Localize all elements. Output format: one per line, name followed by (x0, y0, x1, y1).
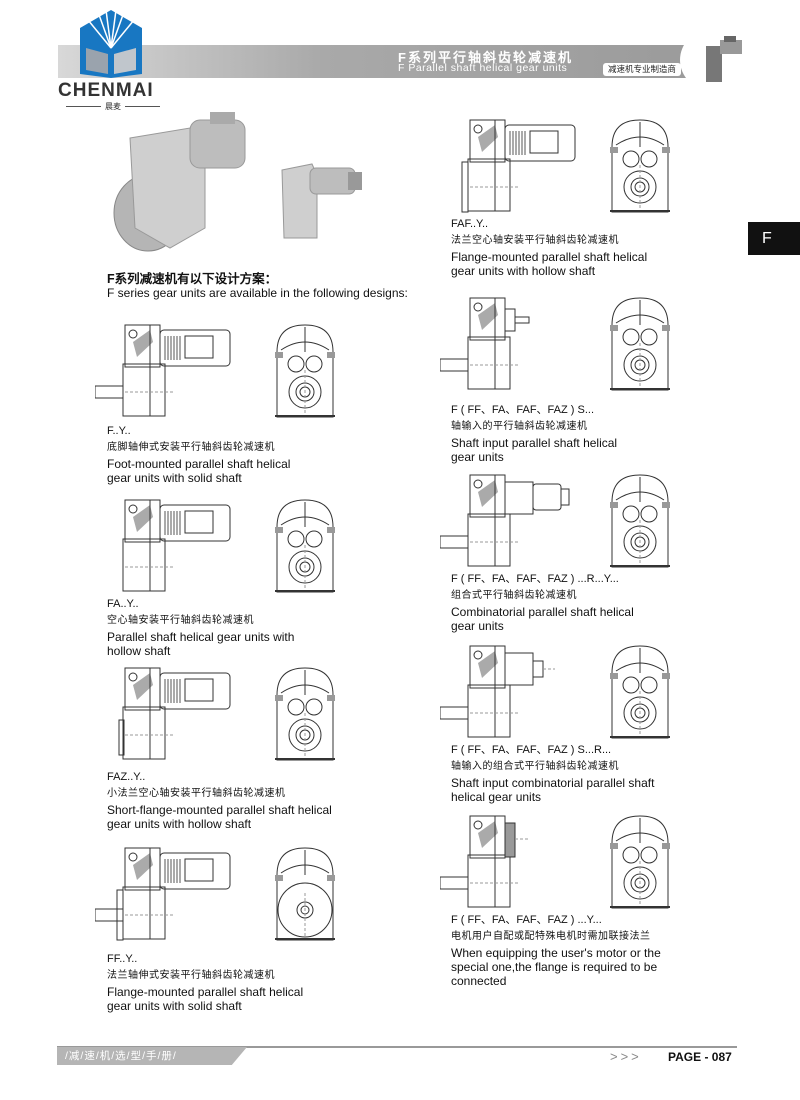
design-desc-en: special one,the flange is required to be (451, 960, 658, 974)
design-entry-faf-y: FAF..Y.. 法兰空心轴安装平行轴斜齿轮减速机 Flange-mounted… (451, 217, 741, 278)
front-view-drawing (272, 322, 338, 425)
side-view-drawing (94, 845, 235, 948)
chenmai-logo-icon (80, 9, 142, 78)
design-code: F ( FF、FA、FAF、FAZ ) S... (451, 404, 594, 416)
design-entry-s-r: F ( FF、FA、FAF、FAZ ) S...R... 轴输入的组合式平行轴斜… (451, 743, 741, 804)
gear-unit-front-icon (610, 815, 670, 909)
design-desc-en: gear units with solid shaft (107, 471, 242, 485)
design-desc-cn: 法兰空心轴安装平行轴斜齿轮减速机 (451, 235, 619, 246)
side-view-drawing (439, 813, 580, 916)
gear-unit-front-icon (610, 297, 670, 391)
gear-unit-side-icon (94, 324, 231, 417)
side-view-drawing (440, 117, 580, 220)
header-title-en: F Parallel shaft helical gear units (398, 62, 568, 74)
design-desc-en: Flange-mounted parallel shaft helical (451, 250, 648, 264)
design-code: F ( FF、FA、FAF、FAZ ) ...Y... (451, 914, 602, 926)
design-code: FF..Y.. (107, 953, 138, 965)
footer-manual-label: /减/速/机/选/型/手/册/ (57, 1047, 247, 1065)
intro-heading-cn: F系列减速机有以下设计方案： (107, 272, 278, 286)
design-code: F ( FF、FA、FAF、FAZ ) ...R...Y... (451, 573, 619, 585)
footer-rule (57, 1046, 737, 1048)
gear-unit-side-icon (439, 297, 530, 390)
gear-unit-side-icon (439, 474, 570, 567)
gear-unit-side-icon (439, 815, 530, 908)
brand-name-cn: 晨麦 (60, 101, 166, 112)
design-entry-ff-y: FF..Y.. 法兰轴伸式安装平行轴斜齿轮减速机 Flange-mounted … (107, 952, 397, 1013)
design-desc-en: Short-flange-mounted parallel shaft heli… (107, 803, 332, 817)
design-code: FA..Y.. (107, 598, 139, 610)
side-view-drawing (439, 643, 580, 746)
front-view-drawing (607, 813, 673, 916)
side-view-drawing (439, 472, 580, 575)
design-desc-en: helical gear units (451, 790, 542, 804)
design-desc-en: gear units with hollow shaft (107, 817, 252, 831)
design-desc-cn: 空心轴安装平行轴斜齿轮减速机 (107, 615, 254, 626)
design-code: FAZ..Y.. (107, 771, 146, 783)
front-view-drawing (272, 665, 338, 768)
design-desc-en: connected (451, 974, 507, 988)
design-desc-cn: 小法兰空心轴安装平行轴斜齿轮减速机 (107, 788, 286, 799)
design-desc-cn: 电机用户自配或配特殊电机时需加联接法兰 (451, 931, 651, 942)
design-entry-f-y: F..Y.. 底脚轴伸式安装平行轴斜齿轮减速机 Foot-mounted par… (107, 424, 397, 485)
design-code: F..Y.. (107, 425, 131, 437)
design-desc-cn: 轴输入的平行轴斜齿轮减速机 (451, 421, 588, 432)
side-view-drawing (439, 295, 580, 398)
gear-unit-side-icon (439, 645, 555, 738)
front-view-drawing (272, 845, 338, 948)
header-title-cn: F系列平行轴斜齿轮减速机 (398, 50, 573, 65)
design-desc-en: Combinatorial parallel shaft helical (451, 605, 634, 619)
design-desc-cn: 底脚轴伸式安装平行轴斜齿轮减速机 (107, 442, 275, 453)
front-view-drawing (607, 472, 673, 575)
design-code: F ( FF、FA、FAF、FAZ ) S...R... (451, 744, 612, 756)
design-entry-y-flange: F ( FF、FA、FAF、FAZ ) ...Y... 电机用户自配或配特殊电机… (451, 913, 741, 988)
gear-unit-front-icon (610, 119, 670, 213)
page-number: PAGE - 087 (668, 1050, 732, 1064)
front-view-drawing (607, 643, 673, 746)
design-desc-en: gear units with solid shaft (107, 999, 242, 1013)
front-view-drawing (607, 295, 673, 398)
design-desc-cn: 轴输入的组合式平行轴斜齿轮减速机 (451, 761, 619, 772)
gearmotor-photo-small (281, 163, 362, 239)
gearmotor-photo-large (113, 112, 246, 252)
gear-unit-front-icon (275, 499, 335, 593)
design-entry-s: F ( FF、FA、FAF、FAZ ) S... 轴输入的平行轴斜齿轮减速机 S… (451, 403, 741, 464)
gear-unit-front-icon (610, 645, 670, 739)
design-desc-en: gear units (451, 619, 504, 633)
design-entry-fa-y: FA..Y.. 空心轴安装平行轴斜齿轮减速机 Parallel shaft he… (107, 597, 397, 658)
design-desc-en: Shaft input parallel shaft helical (451, 436, 618, 450)
gear-unit-side-icon (122, 499, 231, 592)
design-desc-en: gear units (451, 450, 504, 464)
gear-unit-front-icon (275, 667, 335, 761)
design-desc-en: gear units with hollow shaft (451, 264, 596, 278)
design-code: FAF..Y.. (451, 218, 489, 230)
gear-unit-side-icon (94, 847, 231, 941)
design-desc-cn: 组合式平行轴斜齿轮减速机 (451, 590, 577, 601)
design-desc-en: Shaft input combinatorial parallel shaft (451, 776, 655, 790)
gear-unit-front-icon (610, 474, 670, 568)
design-desc-cn: 法兰轴伸式安装平行轴斜齿轮减速机 (107, 970, 275, 981)
front-view-drawing (607, 117, 673, 220)
design-desc-en: Flange-mounted parallel shaft helical (107, 985, 304, 999)
design-entry-faz-y: FAZ..Y.. 小法兰空心轴安装平行轴斜齿轮减速机 Short-flange-… (107, 770, 407, 831)
front-view-drawing (272, 497, 338, 600)
gear-unit-front-icon (275, 324, 335, 418)
brand-name: CHENMAI (58, 80, 154, 101)
footer-arrows: >>> (610, 1049, 642, 1064)
design-desc-en: hollow shaft (107, 644, 171, 658)
side-view-drawing (95, 665, 235, 768)
design-desc-en: Parallel shaft helical gear units with (107, 630, 295, 644)
design-desc-en: When equipping the user's motor or the (451, 946, 661, 960)
side-view-drawing (95, 497, 235, 600)
section-tab-f: F (748, 222, 800, 255)
gear-unit-header-image (706, 36, 742, 82)
gear-unit-front-icon (275, 847, 335, 941)
gear-unit-side-icon (461, 119, 576, 213)
intro-heading-en: F series gear units are available in the… (107, 286, 408, 300)
header-badge: 减速机专业制造商 (603, 63, 681, 76)
side-view-drawing (94, 322, 235, 425)
design-desc-en: Foot-mounted parallel shaft helical (107, 457, 291, 471)
design-entry-r-y: F ( FF、FA、FAF、FAZ ) ...R...Y... 组合式平行轴斜齿… (451, 572, 741, 633)
gear-unit-side-icon (118, 667, 231, 760)
